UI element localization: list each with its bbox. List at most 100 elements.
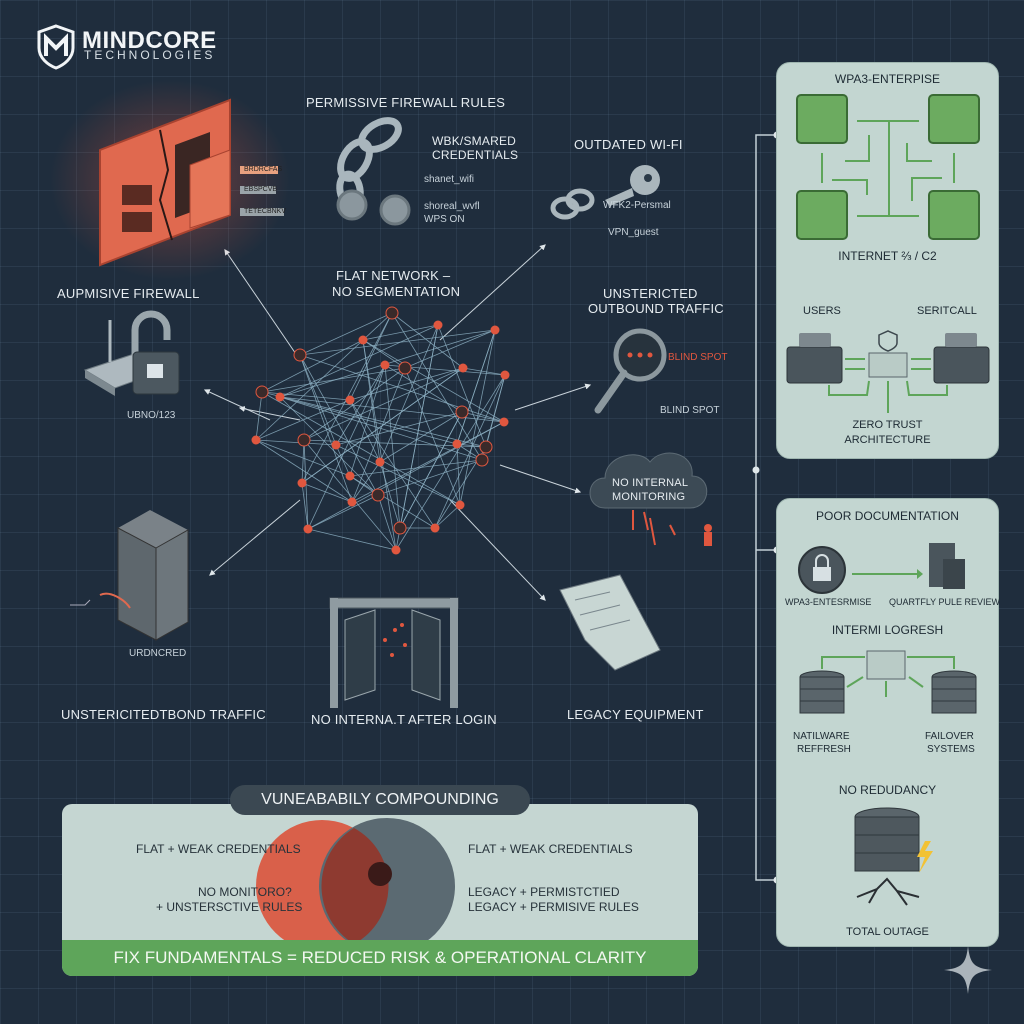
network-link <box>299 354 505 423</box>
network-link <box>377 459 483 496</box>
network-node-user-icon <box>458 363 468 373</box>
network-link <box>404 329 496 369</box>
network-link <box>303 367 464 441</box>
network-segmentation-diagram <box>786 94 990 413</box>
permissive-firewall-rules-title: PERMISSIVE FIREWALL RULES <box>306 95 506 110</box>
no-redundancy-title: NO REDUDANCY <box>838 783 937 797</box>
rack-caption: URDNCRED <box>129 648 187 659</box>
network-link <box>301 482 353 503</box>
outage-diagram <box>854 807 933 906</box>
network-link <box>349 399 381 463</box>
network-link <box>299 354 379 496</box>
network-link <box>303 367 406 441</box>
wall-tag-label-1: BRDRCFAS <box>244 166 283 173</box>
network-node-user-icon <box>371 488 385 502</box>
network-link <box>307 364 386 530</box>
network-node-user-icon <box>430 523 440 533</box>
hardware-refresh-2: REFFRESH <box>797 744 851 755</box>
venn-left-bottom-2: + UNSTERSCTIVE RULES <box>156 900 303 914</box>
network-node-user-icon <box>255 385 269 399</box>
credential-item: WPS ON <box>424 214 465 225</box>
network-link <box>349 367 464 401</box>
network-link <box>459 329 496 506</box>
segment-node <box>928 94 980 144</box>
magnifier-illustration <box>594 328 667 414</box>
outdated-wifi-title: OUTDATED WI-FI <box>574 137 683 152</box>
users-label: USERS <box>803 305 841 317</box>
network-node-user-icon <box>345 471 355 481</box>
failover-1: FAILOVER <box>925 731 974 742</box>
network-node-user-icon <box>391 545 401 555</box>
legacy-server-rack-illustration <box>70 510 189 641</box>
network-node-user-icon <box>331 440 341 450</box>
rack-title: UNSTERICITEDTBOND TRAFFIC <box>61 707 266 722</box>
review-caption: QUARTFLY PULE REVIEW <box>889 597 1001 607</box>
solutions-panel-top: WPA3-ENTERPISE <box>776 62 999 459</box>
network-link <box>351 461 381 503</box>
venn-right-bottom-1: LEGACY + PERMISTCTIED <box>468 885 620 899</box>
blind-spot-red: BLIND SPOT <box>668 352 728 363</box>
network-node-user-icon <box>385 306 399 320</box>
sparkle-icon <box>944 946 992 994</box>
flat-network-title-2: NO SEGMENTATION <box>332 284 461 299</box>
network-link <box>303 439 397 551</box>
hardware-refresh-1: NATILWARE <box>793 731 850 742</box>
key-chain-illustration <box>550 165 660 220</box>
vulnerability-compounding-panel: FLAT + WEAK CREDENTIALS NO MONITORO? + U… <box>62 804 698 976</box>
network-node-user-icon <box>358 335 368 345</box>
open-gate-illustration <box>329 597 459 708</box>
network-link <box>395 374 506 551</box>
broken-firewall-illustration <box>50 80 290 280</box>
network-link <box>456 329 496 445</box>
zero-trust-title-2: ARCHITECTURE <box>844 434 931 446</box>
network-link <box>307 421 505 530</box>
network-link <box>301 439 305 484</box>
network-link <box>349 399 436 529</box>
outbound-title-1: UNSTERICTED <box>603 286 698 301</box>
network-node-user-icon <box>275 392 285 402</box>
network-link <box>279 396 505 423</box>
wifi-item: WFK2-Persmal <box>603 200 671 211</box>
network-link <box>299 312 393 356</box>
blind-spot: BLIND SPOT <box>660 405 720 416</box>
network-link <box>379 461 401 529</box>
network-node-user-icon <box>475 453 489 467</box>
network-node-user-icon <box>500 370 510 380</box>
network-link <box>261 391 351 401</box>
door-title: NO INTERNA.T AFTER LOGIN <box>311 712 497 727</box>
network-link <box>377 494 397 551</box>
network-link <box>349 459 483 477</box>
permissive-firewall-title: AUPMISIVE FIREWALL <box>57 286 200 301</box>
network-node-user-icon <box>455 500 465 510</box>
network-node-user-icon <box>398 361 412 375</box>
network-node-user-icon <box>375 457 385 467</box>
network-node-user-icon <box>297 433 311 447</box>
network-link <box>261 391 461 506</box>
chain-lock-illustration <box>336 117 411 226</box>
network-link <box>307 528 397 551</box>
credentials-title-2: CREDENTIALS <box>432 148 519 162</box>
venn-diagram <box>256 818 455 954</box>
network-link <box>362 339 406 369</box>
venn-right-bottom-2: LEGACY + PERMISIVE RULES <box>468 900 639 914</box>
network-link <box>349 475 436 529</box>
monitoring-title-1: NO INTERNAL <box>612 477 689 489</box>
network-link <box>391 312 464 369</box>
venn-right-top: FLAT + WEAK CREDENTIALS <box>468 842 633 856</box>
shield-logo-icon <box>37 24 75 70</box>
credentials-title-1: WBK/SMARED <box>432 134 517 148</box>
network-link <box>384 364 463 413</box>
network-link <box>349 364 386 477</box>
brand-sub: TECHNOLOGIES <box>84 48 216 62</box>
network-link <box>261 339 364 393</box>
network-link <box>255 439 337 446</box>
network-link <box>255 391 263 441</box>
network-link <box>279 324 439 398</box>
threat-diagram <box>50 80 712 708</box>
documentation-diagram <box>798 543 977 906</box>
lock-caption: WPA3-ENTESRMISE <box>785 597 872 607</box>
network-link <box>362 324 439 341</box>
network-link <box>301 367 464 484</box>
segment-node <box>928 190 980 240</box>
total-outage-label: TOTAL OUTAGE <box>846 926 929 938</box>
